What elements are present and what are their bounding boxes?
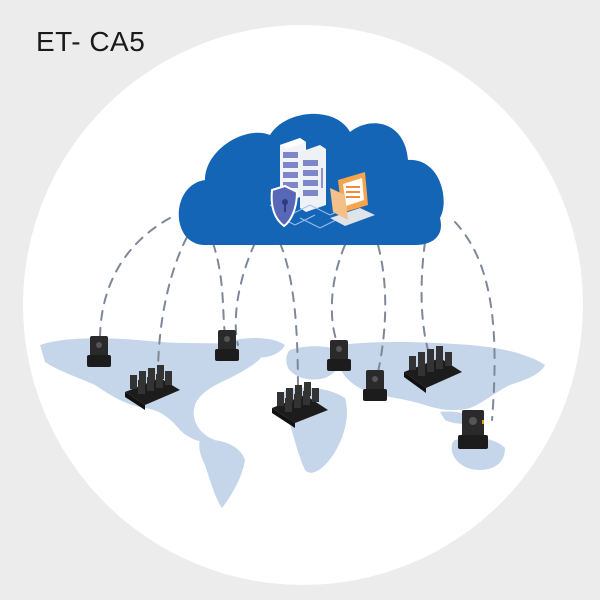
body-camera-multi-dock [125,365,180,410]
body-camera-devices [87,330,488,449]
body-camera-single-dock [363,370,387,401]
body-camera-single-dock [215,330,239,361]
shield-lock-icon [270,184,299,228]
server-rack-icon [300,145,326,212]
body-camera-single-dock [458,410,488,449]
connection-lines [99,217,496,421]
body-camera-multi-dock [272,382,328,428]
folder-laptop-icon [330,172,375,226]
product-title: ET- CA5 [36,26,146,57]
body-camera-single-dock [327,340,351,371]
body-camera-multi-dock [404,346,462,393]
body-camera-single-dock [87,336,111,367]
